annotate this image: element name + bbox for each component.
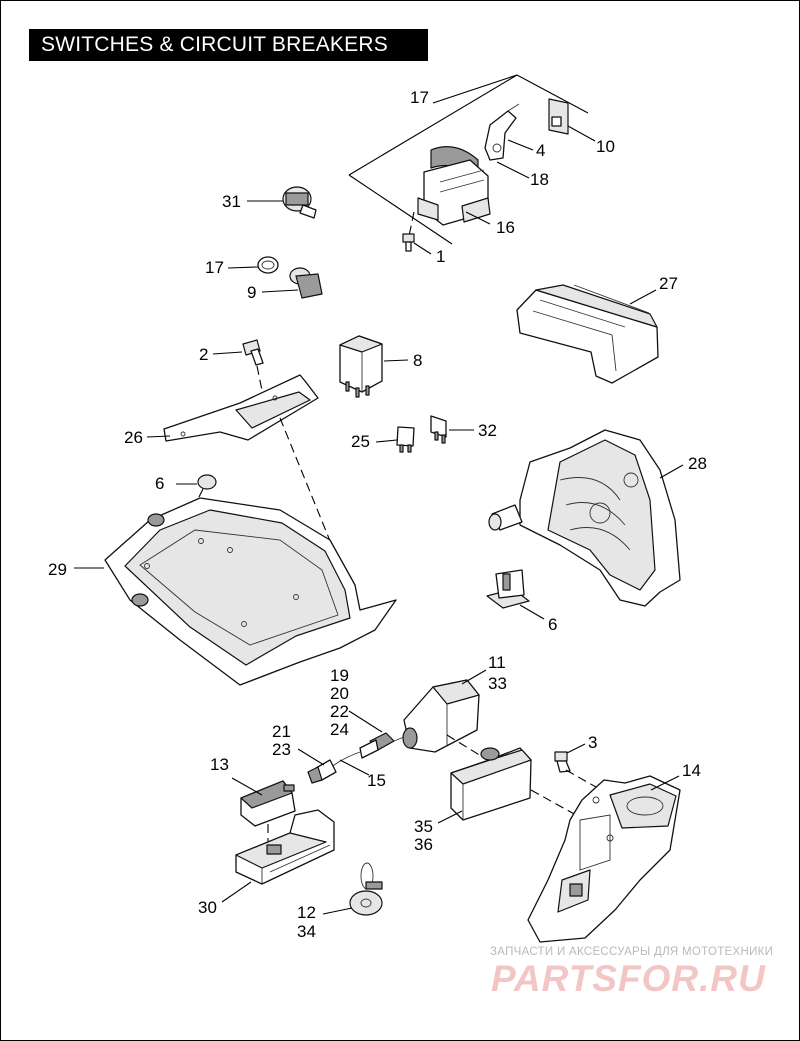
callout-1: 1 <box>436 247 445 266</box>
callout-2: 2 <box>199 345 208 364</box>
leader-18 <box>496 161 530 179</box>
part-9-switch <box>261 267 323 299</box>
part-2-bolt <box>212 339 267 411</box>
callout-17-oring: 17 <box>205 258 224 277</box>
callout-31: 31 <box>222 192 241 211</box>
callout-30: 30 <box>198 898 217 917</box>
callout-9: 9 <box>247 283 256 302</box>
callout-36: 36 <box>414 835 433 854</box>
callout-33: 33 <box>488 674 507 693</box>
part-12-tag <box>322 862 383 916</box>
callout-25: 25 <box>351 432 370 451</box>
callout-8: 8 <box>413 351 422 370</box>
watermark-logo: PARTSFOR.RU <box>491 958 766 999</box>
part-1-screw <box>402 233 432 255</box>
part-31-switch <box>247 186 317 219</box>
callout-20: 20 <box>330 684 349 703</box>
part-11-module <box>402 669 521 781</box>
callout-14: 14 <box>682 761 701 780</box>
callout-19: 19 <box>330 666 349 685</box>
callout-35: 35 <box>414 817 433 836</box>
callout-23: 23 <box>272 740 291 759</box>
callout-10: 10 <box>596 137 615 156</box>
part-29-tray <box>74 497 397 686</box>
callout-15: 15 <box>367 771 386 790</box>
part-27-cover <box>516 284 659 384</box>
page-title: SWITCHES & CIRCUIT BREAKERS <box>29 29 428 61</box>
part-6-pin-upper <box>176 474 217 510</box>
callout-6-clip: 6 <box>548 615 557 634</box>
part-32-fuse <box>430 415 474 444</box>
part-26-bracket <box>146 374 351 591</box>
callout-18: 18 <box>530 170 549 189</box>
callout-24: 24 <box>330 720 349 739</box>
callout-17-group: 17 <box>410 88 429 107</box>
callout-29: 29 <box>48 560 67 579</box>
part-21-connector <box>297 748 370 784</box>
callout-13: 13 <box>210 755 229 774</box>
callout-32: 32 <box>478 421 497 440</box>
callout-12: 12 <box>297 903 316 922</box>
callout-16: 16 <box>496 218 515 237</box>
callout-27: 27 <box>659 274 678 293</box>
callout-28: 28 <box>688 454 707 473</box>
part-13-module <box>231 777 296 845</box>
watermark-tagline: ЗАПЧАСТИ И АКСЕССУАРЫ ДЛЯ МОТОТЕХНИКИ <box>490 946 774 958</box>
callout-4: 4 <box>536 141 545 160</box>
part-6-clip-lower <box>486 569 545 620</box>
callout-22: 22 <box>330 702 349 721</box>
callout-leader-17-group <box>348 74 589 245</box>
callout-21: 21 <box>272 722 291 741</box>
part-8-relay <box>339 335 409 398</box>
part-14-holder <box>527 775 681 943</box>
part-17-oring <box>227 256 279 274</box>
part-4-bracket <box>484 103 534 161</box>
callout-34: 34 <box>297 922 316 941</box>
part-16-relay <box>408 146 491 237</box>
part-35-block <box>437 747 586 824</box>
part-10-clip <box>548 98 596 142</box>
part-30-box <box>221 809 335 903</box>
callout-11: 11 <box>488 653 506 672</box>
part-25-fuse <box>375 426 415 453</box>
part-28-housing <box>488 429 684 607</box>
callout-26: 26 <box>124 428 143 447</box>
callout-3: 3 <box>588 733 597 752</box>
callout-6-pin: 6 <box>155 474 164 493</box>
